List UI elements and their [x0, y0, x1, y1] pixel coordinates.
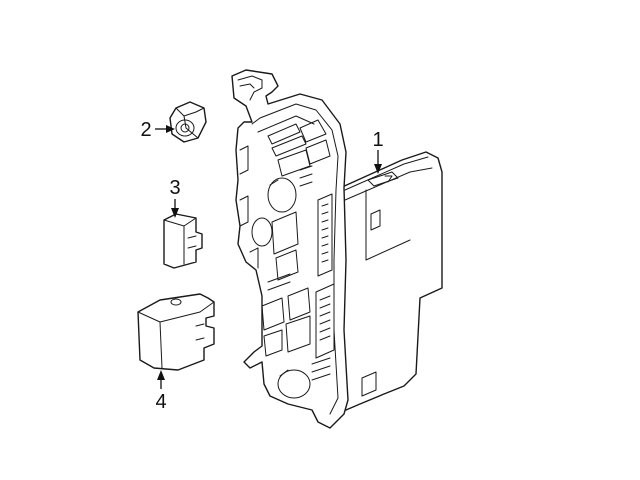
callout-arrow-2 [166, 125, 175, 133]
callout-label-3: 3 [169, 177, 180, 199]
callout-label-4: 4 [155, 391, 166, 413]
callout-arrow-3 [171, 208, 179, 218]
callout-label-1: 1 [372, 129, 383, 151]
part-3-connector-block [163, 213, 203, 269]
part-1-junction-box [231, 69, 443, 429]
part-4-relay-module [137, 293, 215, 371]
callout-arrow-1 [374, 164, 382, 174]
callout-arrow-4 [157, 370, 165, 380]
callout-label-2: 2 [140, 119, 151, 141]
part-2-nut [169, 101, 207, 143]
